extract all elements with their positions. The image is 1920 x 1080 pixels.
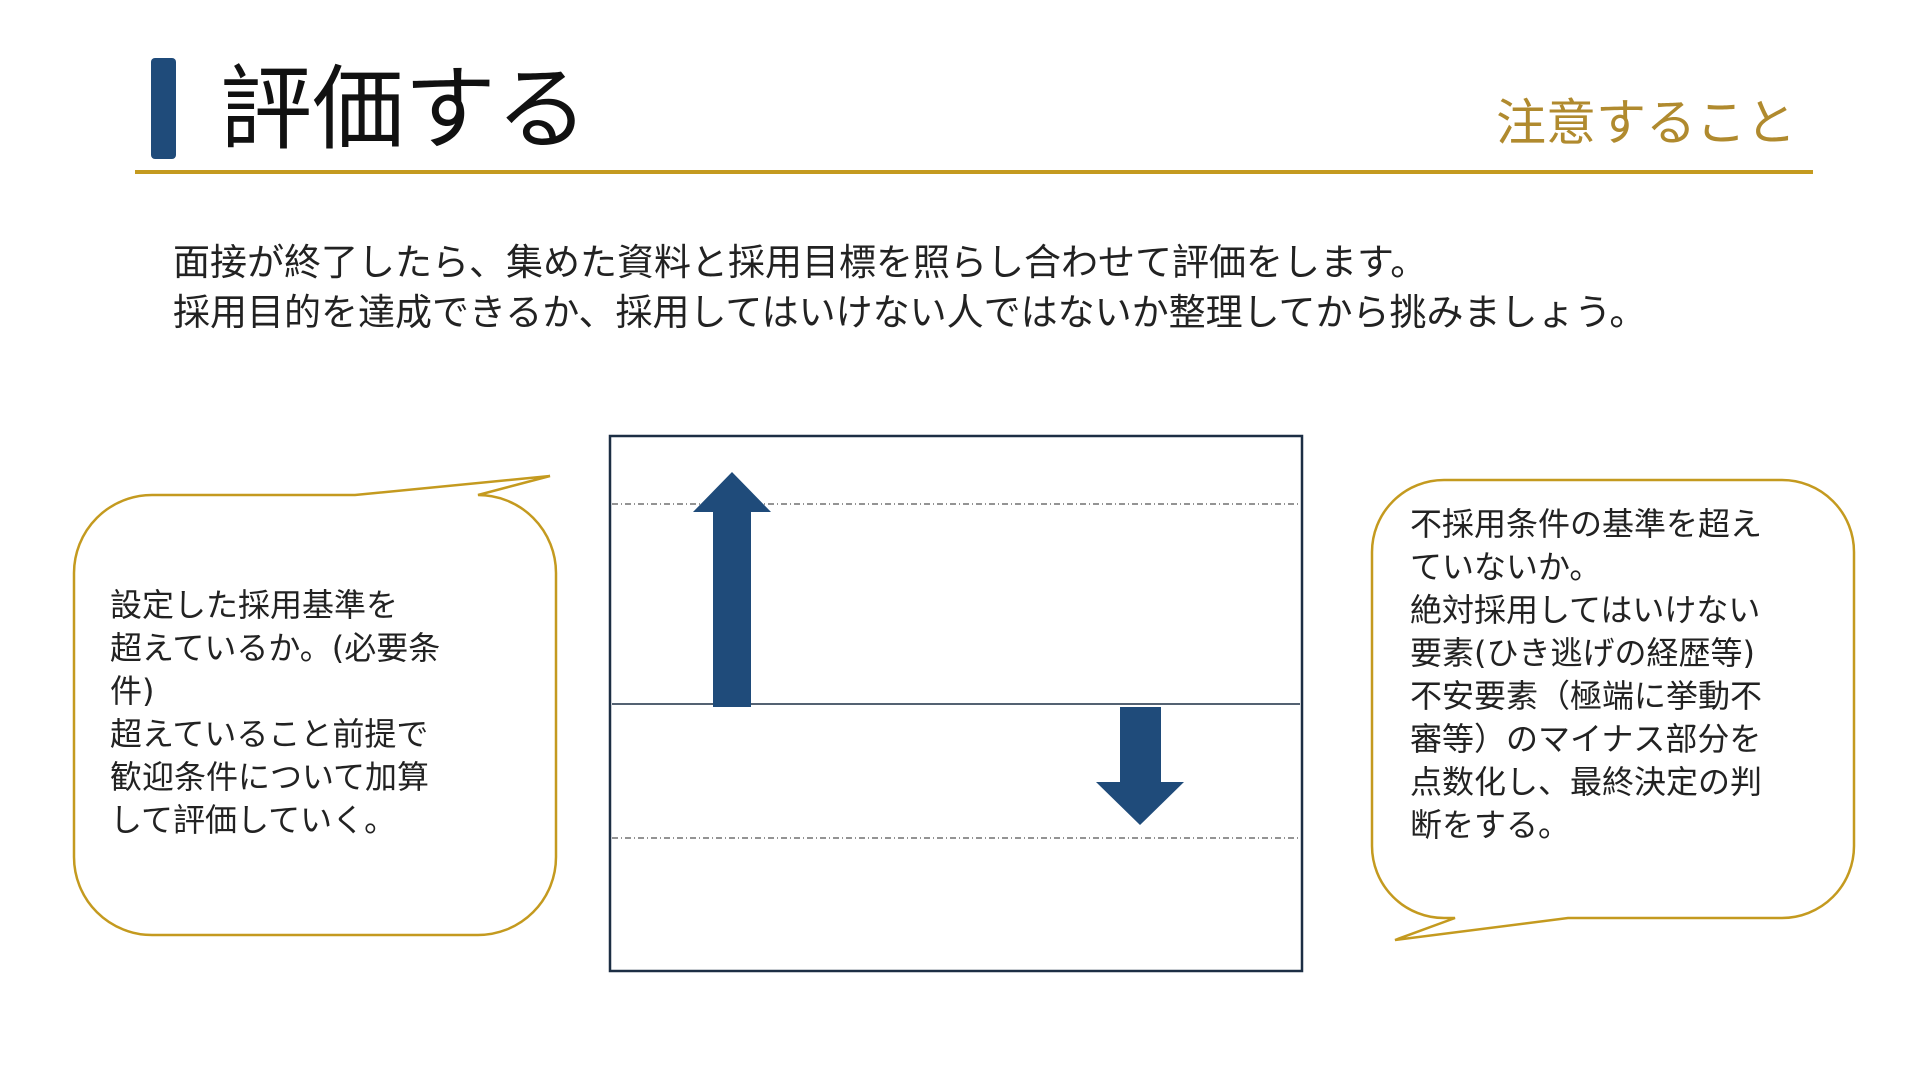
left-bubble-line: 設定した採用基準を bbox=[110, 586, 399, 624]
right-bubble-line: 断をする。 bbox=[1410, 806, 1571, 844]
intro-line-2: 採用目的を達成できるか、採用してはいけない人ではないか整理してから挑みましょう。 bbox=[173, 291, 1647, 334]
page-title: 評価する bbox=[220, 56, 589, 163]
title-accent-bar bbox=[151, 58, 176, 159]
intro-line-1: 面接が終了したら、集めた資料と採用目標を照らし合わせて評価をします。 bbox=[173, 241, 1428, 284]
intro-text: 面接が終了したら、集めた資料と採用目標を照らし合わせて評価をします。 採用目的を… bbox=[173, 238, 1813, 338]
left-bubble-text: 設定した採用基準を 超えているか。(必要条 件) 超えていること前提で 歓迎条件… bbox=[110, 584, 510, 842]
right-bubble-line: 点数化し、最終決定の判 bbox=[1410, 763, 1763, 801]
right-bubble-line: 不安要素（極端に挙動不 bbox=[1410, 677, 1763, 715]
left-bubble-line: 超えているか。(必要条 bbox=[110, 629, 441, 667]
left-bubble-line: して評価していく。 bbox=[110, 801, 397, 839]
right-bubble-line: 要素(ひき逃げの経歴等) bbox=[1410, 634, 1755, 672]
right-bubble-line: 不採用条件の基準を超え bbox=[1410, 505, 1763, 543]
left-bubble-line: 超えていること前提で bbox=[110, 715, 429, 753]
left-bubble-line: 歓迎条件について加算 bbox=[110, 758, 430, 796]
right-bubble-text: 不採用条件の基準を超え ていないか。 絶対採用してはいけない 要素(ひき逃げの経… bbox=[1410, 503, 1830, 847]
page-subtitle: 注意すること bbox=[1496, 94, 1796, 152]
arrow-down-icon bbox=[1096, 707, 1184, 825]
right-bubble-line: ていないか。 bbox=[1410, 548, 1602, 586]
right-speech-bubble bbox=[1370, 478, 1856, 942]
arrow-up-icon bbox=[693, 472, 771, 707]
right-bubble-line: 絶対採用してはいけない bbox=[1410, 591, 1761, 629]
title-divider bbox=[135, 170, 1813, 174]
right-bubble-line: 審等）のマイナス部分を bbox=[1410, 720, 1762, 758]
left-bubble-line: 件) bbox=[110, 672, 155, 710]
left-speech-bubble bbox=[72, 474, 558, 937]
